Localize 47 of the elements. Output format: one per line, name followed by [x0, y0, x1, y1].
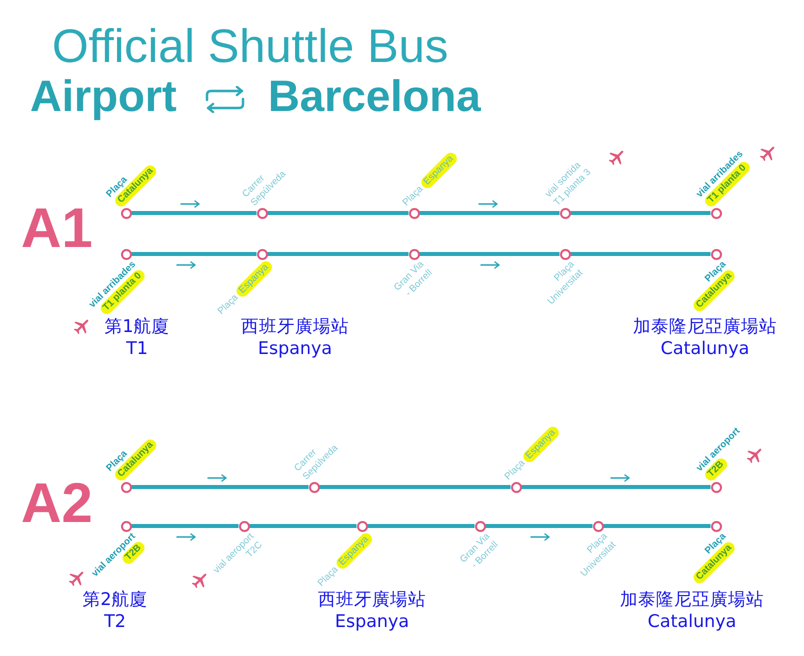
route-line [486, 524, 592, 528]
route-line [420, 211, 560, 215]
route-line [132, 252, 256, 256]
stop-marker [356, 520, 368, 532]
route-line [268, 252, 408, 256]
stop-marker [256, 208, 268, 218]
stop-name-translation: 加泰隆尼亞廣場站 Catalunya [633, 316, 777, 361]
stop-name-translation: 加泰隆尼亞廣場站 Catalunya [620, 589, 764, 634]
route-line [570, 211, 710, 215]
stop-marker [408, 248, 420, 260]
route-line [320, 485, 510, 489]
route-line [570, 252, 710, 256]
title: Official Shuttle Bus [52, 22, 448, 69]
stop-marker [560, 248, 570, 260]
stop-marker [474, 520, 486, 532]
route-line [368, 524, 474, 528]
stop-marker [710, 208, 722, 218]
stop-marker [710, 248, 722, 260]
route-line [250, 524, 356, 528]
stop-marker [710, 482, 722, 492]
stop-name-translation: 西班牙廣場站 Espanya [318, 589, 426, 634]
stop-marker [592, 520, 604, 532]
route-line [132, 211, 256, 215]
stop-marker [120, 482, 132, 492]
route-line [268, 211, 408, 215]
route-line [132, 485, 308, 489]
stop-marker [408, 208, 420, 218]
stop-marker [710, 520, 722, 532]
route-line [522, 485, 710, 489]
stop-marker [510, 482, 522, 492]
route-line [132, 524, 238, 528]
route-line [604, 524, 710, 528]
heading-text: Airport [30, 75, 177, 119]
stop-marker [238, 520, 250, 532]
stop-marker [308, 482, 320, 492]
heading-text: Barcelona [268, 75, 481, 119]
stop-marker [120, 520, 132, 532]
stop-marker [120, 248, 132, 260]
stop-marker [120, 208, 132, 218]
stop-name-translation: 第1航廈 T1 [104, 316, 170, 361]
stop-name-translation: 第2航廈 T2 [82, 589, 148, 634]
stop-marker [560, 208, 570, 218]
route-line [420, 252, 560, 256]
stop-name-translation: 西班牙廣場站 Espanya [241, 316, 349, 361]
route-code: A1 [21, 200, 93, 256]
stop-marker [256, 248, 268, 260]
route-code: A2 [21, 475, 93, 531]
